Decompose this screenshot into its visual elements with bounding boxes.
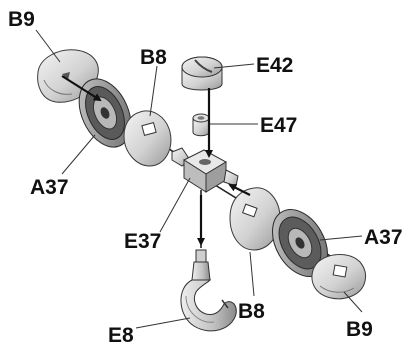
label-e37: E37: [124, 230, 161, 253]
cap-e42: [181, 56, 223, 91]
label-b9-bottom: B9: [346, 318, 373, 341]
label-e42: E42: [256, 54, 293, 77]
label-a37-left: A37: [30, 176, 69, 199]
callout-labels: B9 B8 E42 E47 A37 E37 A37 B8 B9 E8: [8, 8, 403, 347]
leader-lines: [35, 29, 363, 329]
cover-b8-top: [123, 110, 172, 167]
hook-e8: [180, 249, 237, 332]
label-a37-right: A37: [364, 226, 403, 249]
cap-b9-bottom: [311, 254, 367, 300]
assembly-arrows: [61, 75, 251, 246]
label-e8: E8: [108, 324, 134, 347]
label-e47: E47: [260, 114, 297, 137]
cover-b8-bottom: [229, 187, 281, 251]
label-b8-top: B8: [140, 46, 167, 69]
label-b8-bottom: B8: [238, 300, 265, 323]
nut-e47: [192, 113, 210, 137]
wheel-a37-right: [272, 209, 328, 277]
crosshead-e37: [171, 147, 239, 193]
label-b9-top: B9: [8, 8, 35, 31]
